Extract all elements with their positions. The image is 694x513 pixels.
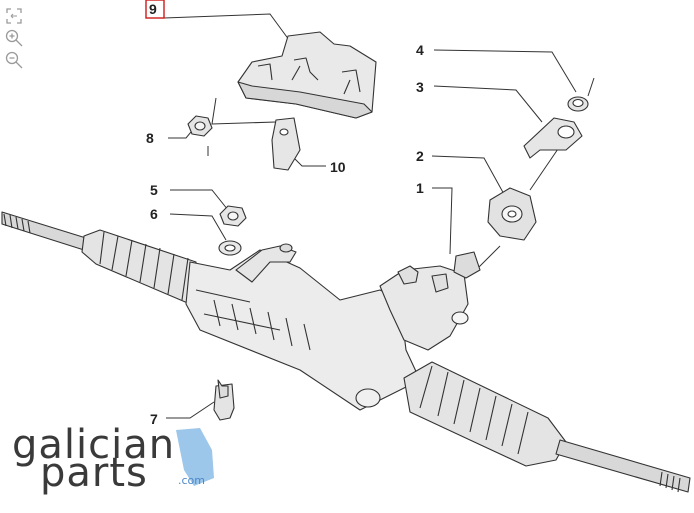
callout-3[interactable]: 3 [416, 79, 424, 95]
logo-line1: galician [12, 422, 175, 468]
part-5-nut[interactable] [219, 205, 247, 227]
zoom-in-icon [5, 29, 23, 47]
part-7-bolt[interactable] [213, 379, 235, 421]
zoom-out-button[interactable] [4, 50, 24, 70]
selected-callout-box[interactable] [145, 0, 165, 19]
viewer-toolbar [4, 6, 26, 72]
galicianparts-logo: galician parts .com [12, 422, 214, 496]
part-9-heat-shield[interactable] [237, 31, 377, 119]
callout-labels: 9 4 3 8 10 2 1 5 6 7 [145, 0, 424, 427]
part-1-steering-rack[interactable] [1, 211, 691, 493]
logo-suffix: .com [178, 474, 205, 487]
callout-2[interactable]: 2 [416, 148, 424, 164]
part-3-bracket[interactable] [523, 117, 583, 159]
callout-5[interactable]: 5 [150, 182, 158, 198]
callout-8[interactable]: 8 [146, 130, 154, 146]
leader-lines [163, 13, 595, 419]
fit-screen-icon [6, 8, 22, 24]
callout-6[interactable]: 6 [150, 206, 158, 222]
callout-9[interactable]: 9 [149, 1, 157, 17]
part-10-bracket[interactable] [271, 117, 301, 171]
part-4-clip[interactable] [567, 96, 589, 112]
fit-screen-button[interactable] [4, 6, 24, 26]
callout-7[interactable]: 7 [150, 411, 158, 427]
callout-10[interactable]: 10 [330, 159, 346, 175]
logo-accent-shape [176, 428, 214, 486]
part-2-pinion-cover[interactable] [487, 187, 537, 241]
zoom-in-button[interactable] [4, 28, 24, 48]
logo-line2: parts [40, 450, 148, 496]
zoom-out-icon [5, 51, 23, 69]
callout-1[interactable]: 1 [416, 180, 424, 196]
part-6-washer[interactable] [218, 240, 242, 256]
part-8-nut[interactable] [187, 115, 213, 137]
callout-4[interactable]: 4 [416, 42, 424, 58]
